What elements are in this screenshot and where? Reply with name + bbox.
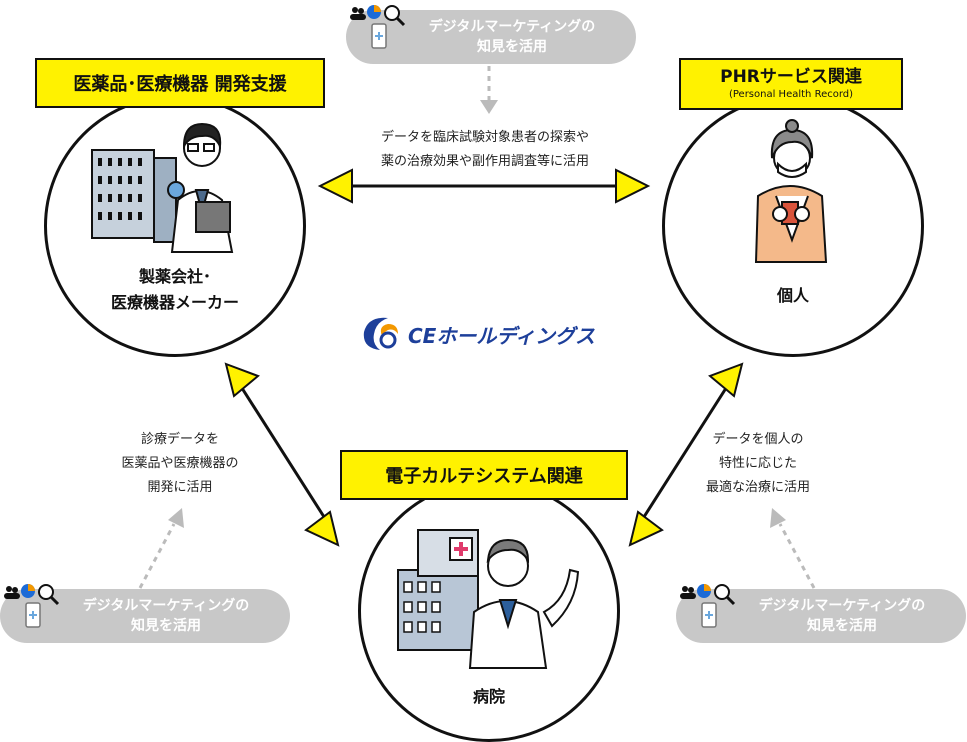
pharma-support-label-text: 医薬品･医療機器 開発支援: [73, 74, 287, 95]
right-arrow-bottom-head: [628, 510, 664, 547]
ce-logo-mark-icon: [363, 317, 398, 350]
phr-service-label-title: PHRサービス関連: [720, 67, 862, 87]
pharma-circle: [44, 95, 306, 357]
top-arrow-right-head: [615, 168, 651, 204]
ehr-system-label-text: 電子カルテシステム関連: [385, 466, 583, 487]
left-dashed-head: [168, 508, 184, 528]
right-arrow-line: [640, 384, 730, 521]
top-arrow-caption-line2: 薬の治療効果や副作用調査等に活用: [380, 154, 589, 169]
left-arrow-caption-line1: 診療データを: [140, 432, 219, 447]
left-pill-line2: 知見を活用: [131, 618, 201, 634]
top-pill-line1: デジタルマーケティングの: [428, 19, 596, 35]
top-digital-marketing-pill: デジタルマーケティングの 知見を活用: [346, 10, 636, 64]
pharma-node-line2: 医療機器メーカー: [110, 293, 239, 312]
top-dashed-head: [480, 100, 498, 114]
left-arrow-bottom-head: [304, 510, 340, 547]
pharma-node-text: 製薬会社･ 医療機器メーカー: [44, 264, 306, 316]
ce-logo-text: CEホールディングス: [408, 324, 595, 348]
right-arrow-caption: データを個人の 特性に応じた 最適な治療に活用: [668, 428, 848, 500]
right-arrow-caption-line3: 最適な治療に活用: [705, 480, 810, 495]
right-dashed-head: [770, 508, 786, 528]
ehr-system-label: 電子カルテシステム関連: [340, 450, 628, 500]
left-arrow-caption-line3: 開発に活用: [147, 480, 213, 495]
left-arrow-caption: 診療データを 医薬品や医療機器の 開発に活用: [90, 428, 270, 500]
top-arrow-left-head: [317, 168, 353, 204]
right-arrow-top-head: [708, 362, 744, 398]
pharma-node-line1: 製薬会社･: [138, 267, 211, 286]
right-dashed-line: [778, 523, 816, 589]
top-arrow-caption-line1: データを臨床試験対象患者の探索や: [380, 130, 589, 145]
ce-holdings-logo: CEホールディングス: [358, 310, 618, 354]
right-arrow-caption-line1: データを個人の: [712, 432, 804, 447]
hospital-node-text: 病院: [358, 684, 620, 710]
individual-node-text: 個人: [662, 283, 924, 309]
individual-circle: [662, 95, 924, 357]
top-arrow-caption: データを臨床試験対象患者の探索や 薬の治療効果や副作用調査等に活用: [330, 126, 640, 174]
phr-service-label: PHRサービス関連 (Personal Health Record): [679, 58, 903, 110]
right-arrow-caption-line2: 特性に応じた: [718, 456, 797, 471]
left-arrow-caption-line2: 医薬品や医療機器の: [121, 456, 239, 471]
pharma-support-label: 医薬品･医療機器 開発支援: [35, 58, 325, 108]
left-dashed-line: [138, 523, 176, 589]
top-pill-line2: 知見を活用: [477, 39, 547, 55]
hospital-node-label: 病院: [472, 687, 505, 706]
left-pill-line1: デジタルマーケティングの: [82, 598, 250, 614]
right-digital-marketing-pill: デジタルマーケティングの 知見を活用: [676, 589, 966, 643]
individual-node-label: 個人: [776, 286, 809, 305]
right-pill-line2: 知見を活用: [807, 618, 877, 634]
left-arrow-line: [238, 384, 328, 521]
phr-service-label-subtitle: (Personal Health Record): [728, 89, 854, 100]
left-arrow-top-head: [224, 362, 260, 398]
left-digital-marketing-pill: デジタルマーケティングの 知見を活用: [0, 589, 290, 643]
right-pill-line1: デジタルマーケティングの: [758, 598, 926, 614]
